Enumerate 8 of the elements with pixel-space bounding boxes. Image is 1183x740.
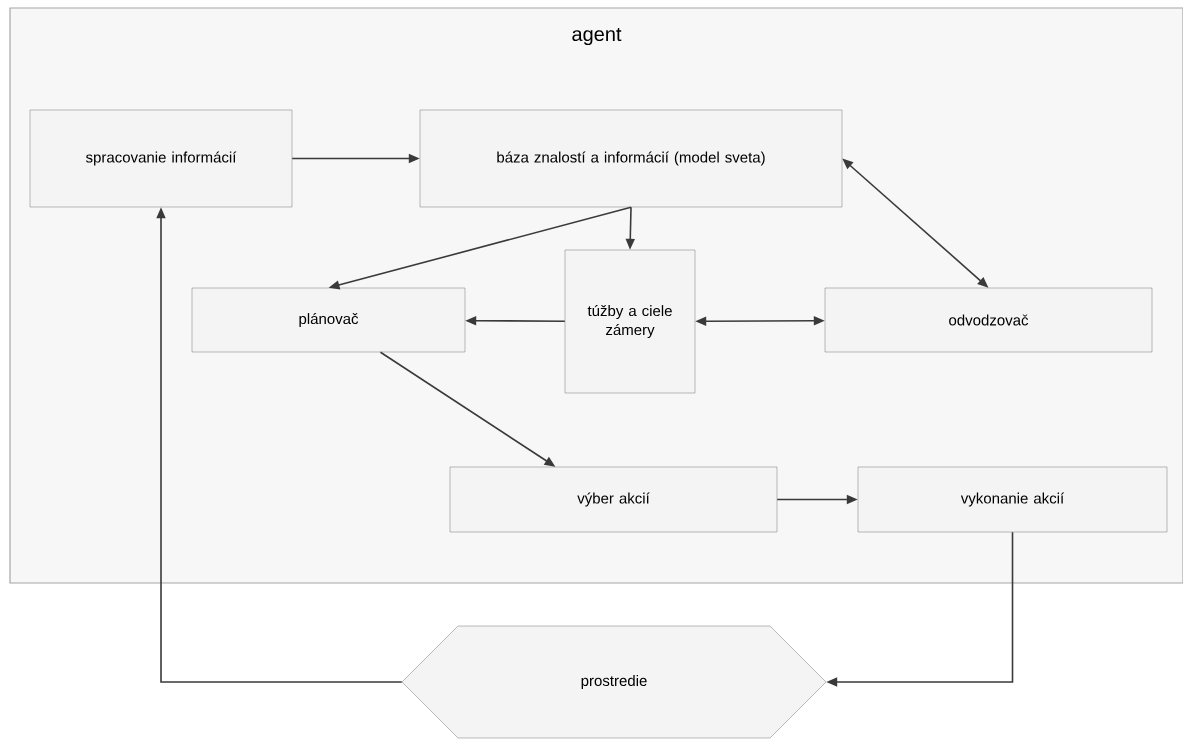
process-box: báza znalostí a informácií (model sveta) [419,109,843,208]
process-box: spracovanie informácií [29,109,293,208]
process-box: odvodzovač [824,287,1153,353]
process-box: vykonanie akcií [857,466,1168,533]
process-box: plánovač [191,287,466,353]
hexagon-node: prostredie [401,625,827,739]
process-box: túžby a ciele zámery [564,249,696,394]
process-box: výber akcií [449,466,778,533]
